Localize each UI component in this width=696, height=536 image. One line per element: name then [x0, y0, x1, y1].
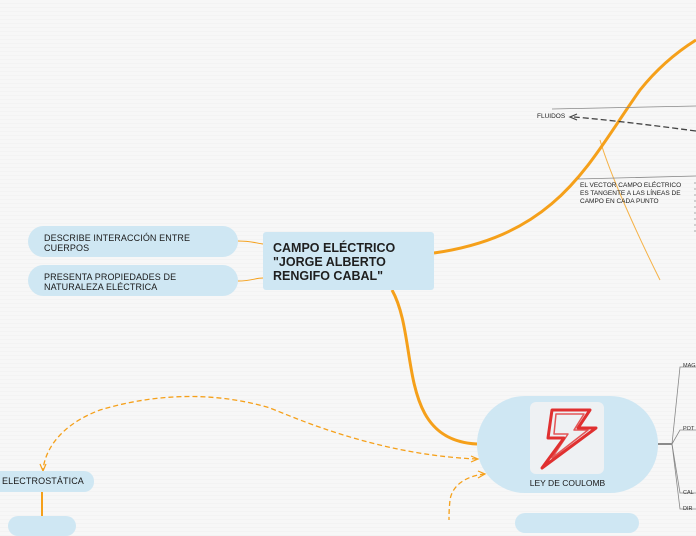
connector-left-2 — [237, 277, 264, 282]
connector-left-1 — [237, 240, 264, 245]
connector-main-coulomb — [390, 289, 478, 446]
node-electric-properties-label: PRESENTA PROPIEDADES DE NATURALEZA ELÉCT… — [44, 272, 177, 292]
fluidos-line — [551, 105, 696, 110]
node-electrostatica-label: ELECTROSTÁTICA — [2, 476, 84, 486]
main-topic-node[interactable]: CAMPO ELÉCTRICO "JORGE ALBERTO RENGIFO C… — [263, 232, 434, 290]
connector-lines — [39, 38, 696, 520]
coulomb-label: LEY DE COULOMB — [529, 478, 606, 488]
node-partial-bottom-right[interactable] — [515, 513, 639, 533]
fluidos-label[interactable]: FLUIDOS — [537, 113, 566, 120]
node-electric-properties[interactable]: PRESENTA PROPIEDADES DE NATURALEZA ELÉCT… — [28, 265, 238, 296]
coulomb-branch-cal[interactable]: CAL — [683, 490, 694, 496]
lightning-bolt-icon — [530, 402, 604, 474]
main-topic-title: CAMPO ELÉCTRICO "JORGE ALBERTO RENGIFO C… — [273, 241, 396, 283]
coulomb-branch-pot[interactable]: POT — [683, 426, 695, 432]
node-partial-bottom-left[interactable] — [8, 516, 76, 536]
connector-main-top — [433, 38, 696, 255]
vector-tangent-text[interactable]: EL VECTOR CAMPO ELÉCTRICO ES TANGENTE A … — [580, 182, 682, 205]
fluidos-dashed-arrow — [573, 116, 696, 132]
node-describe-interaction[interactable]: DESCRIBE INTERACCIÓN ENTRE CUERPOS — [28, 226, 238, 257]
connector-top-branch — [599, 139, 661, 281]
coulomb-branch-mag[interactable]: MAG — [683, 363, 696, 369]
node-electrostatica[interactable]: ELECTROSTÁTICA — [0, 471, 94, 492]
node-describe-interaction-label: DESCRIBE INTERACCIÓN ENTRE CUERPOS — [44, 233, 191, 253]
vector-line — [577, 175, 696, 180]
coulomb-node[interactable]: LEY DE COULOMB — [477, 396, 658, 493]
coulomb-branch-dir[interactable]: DIR — [683, 506, 693, 512]
dashed-relation-left — [42, 395, 478, 471]
